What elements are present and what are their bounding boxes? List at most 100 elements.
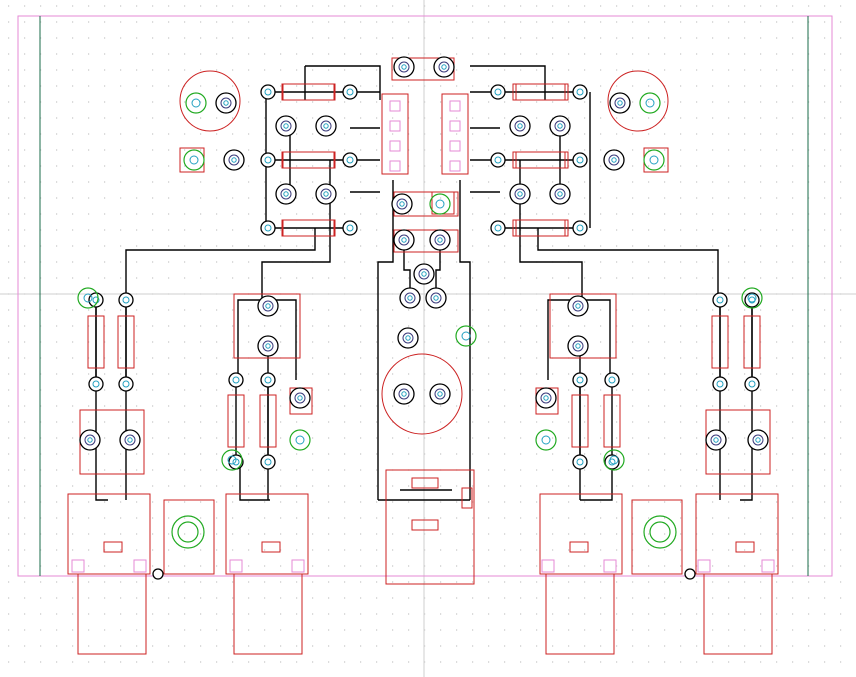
pad-hole[interactable] — [407, 295, 413, 301]
pad-copper[interactable] — [275, 183, 297, 205]
pad-small[interactable] — [342, 220, 358, 236]
pad-square[interactable] — [389, 120, 401, 132]
pad-small-hole[interactable] — [716, 296, 724, 304]
pad-small[interactable] — [490, 152, 506, 168]
pad-green[interactable] — [183, 149, 205, 171]
pad-ring[interactable] — [220, 97, 232, 109]
pad-copper[interactable] — [549, 183, 571, 205]
pad-small-hole[interactable] — [576, 224, 584, 232]
pad-ring[interactable] — [404, 292, 416, 304]
pad-copper[interactable] — [257, 295, 279, 317]
pad-green-hole[interactable] — [295, 435, 305, 445]
pad-green-hole[interactable] — [189, 155, 199, 165]
pad-copper[interactable] — [549, 115, 571, 137]
pad-ring[interactable] — [752, 434, 764, 446]
pad-copper[interactable] — [315, 183, 337, 205]
pad-small[interactable] — [118, 292, 134, 308]
pad-ring[interactable] — [124, 434, 136, 446]
pad-ring[interactable] — [280, 188, 292, 200]
pad-ring[interactable] — [438, 61, 450, 73]
pad-small[interactable] — [260, 220, 276, 236]
pad-mount-left[interactable] — [152, 568, 164, 580]
pad-copper[interactable] — [567, 295, 589, 317]
pad-small[interactable] — [88, 376, 104, 392]
pad-copper[interactable] — [429, 383, 451, 405]
pad-square[interactable] — [229, 559, 243, 573]
pad-small[interactable] — [744, 376, 760, 392]
pad-hole[interactable] — [575, 343, 581, 349]
pad-small[interactable] — [260, 454, 276, 470]
pad-hole[interactable] — [517, 123, 523, 129]
pad-small[interactable] — [490, 220, 506, 236]
pad-small[interactable] — [342, 152, 358, 168]
pad-small[interactable] — [604, 372, 620, 388]
pad-green-hole[interactable] — [645, 98, 655, 108]
pad-green[interactable] — [455, 325, 477, 347]
pad-green[interactable] — [185, 92, 207, 114]
pad-hole[interactable] — [557, 123, 563, 129]
pad-hole[interactable] — [401, 64, 407, 70]
pad-hole[interactable] — [437, 237, 443, 243]
pad-hole[interactable] — [517, 191, 523, 197]
pad-hole[interactable] — [323, 191, 329, 197]
pad-small[interactable] — [604, 454, 620, 470]
pad-small-hole[interactable] — [576, 156, 584, 164]
pad-small-hole[interactable] — [264, 224, 272, 232]
pad-small[interactable] — [572, 220, 588, 236]
pad-hole[interactable] — [611, 157, 617, 163]
pad-ring[interactable] — [398, 234, 410, 246]
pad-green[interactable] — [77, 287, 99, 309]
pad-copper[interactable] — [397, 327, 419, 349]
pad-ring[interactable] — [398, 61, 410, 73]
pad-small-hole[interactable] — [494, 224, 502, 232]
pad-ring[interactable] — [320, 188, 332, 200]
pad-small-hole[interactable] — [748, 380, 756, 388]
pad-small[interactable] — [260, 84, 276, 100]
pad-small-hole[interactable] — [264, 88, 272, 96]
pad-small-hole[interactable] — [264, 458, 272, 466]
pad-green[interactable] — [535, 429, 557, 451]
pad-ring[interactable] — [608, 154, 620, 166]
pad-square[interactable] — [449, 140, 461, 152]
pad-small[interactable] — [572, 152, 588, 168]
pad-copper[interactable] — [215, 92, 237, 114]
pad-small-hole[interactable] — [264, 376, 272, 384]
pad-copper[interactable] — [413, 263, 435, 285]
pad-small[interactable] — [342, 84, 358, 100]
pad-green-hole[interactable] — [649, 155, 659, 165]
pad-green-hole[interactable] — [227, 455, 237, 465]
pad-ring[interactable] — [430, 292, 442, 304]
pad-connector-left-inner[interactable] — [177, 521, 199, 543]
pad-copper[interactable] — [747, 429, 769, 451]
pad-hole[interactable] — [421, 271, 427, 277]
pad-hole[interactable] — [713, 437, 719, 443]
pad-connector-right-inner[interactable] — [649, 521, 671, 543]
pad-hole[interactable] — [617, 100, 623, 106]
pad-mount-right[interactable] — [684, 568, 696, 580]
pad-small[interactable] — [260, 372, 276, 388]
pad-square[interactable] — [697, 559, 711, 573]
pad-copper[interactable] — [289, 387, 311, 409]
pad-small[interactable] — [572, 372, 588, 388]
pad-square[interactable] — [449, 120, 461, 132]
pad-green-hole[interactable] — [541, 435, 551, 445]
pad-ring[interactable] — [554, 188, 566, 200]
pad-hole[interactable] — [323, 123, 329, 129]
pad-hole[interactable] — [265, 303, 271, 309]
pad-hole[interactable] — [401, 237, 407, 243]
pad-square[interactable] — [449, 100, 461, 112]
pad-hole[interactable] — [575, 303, 581, 309]
pad-square[interactable] — [291, 559, 305, 573]
pad-small-hole[interactable] — [232, 376, 240, 384]
pad-ring[interactable] — [320, 120, 332, 132]
pad-green-hole[interactable] — [191, 98, 201, 108]
pad-ring[interactable] — [396, 198, 408, 210]
pad-copper[interactable] — [79, 429, 101, 451]
pad-small[interactable] — [490, 84, 506, 100]
pad-copper[interactable] — [433, 56, 455, 78]
pad-square[interactable] — [389, 160, 401, 172]
pad-green[interactable] — [429, 193, 451, 215]
pad-ring[interactable] — [262, 340, 274, 352]
